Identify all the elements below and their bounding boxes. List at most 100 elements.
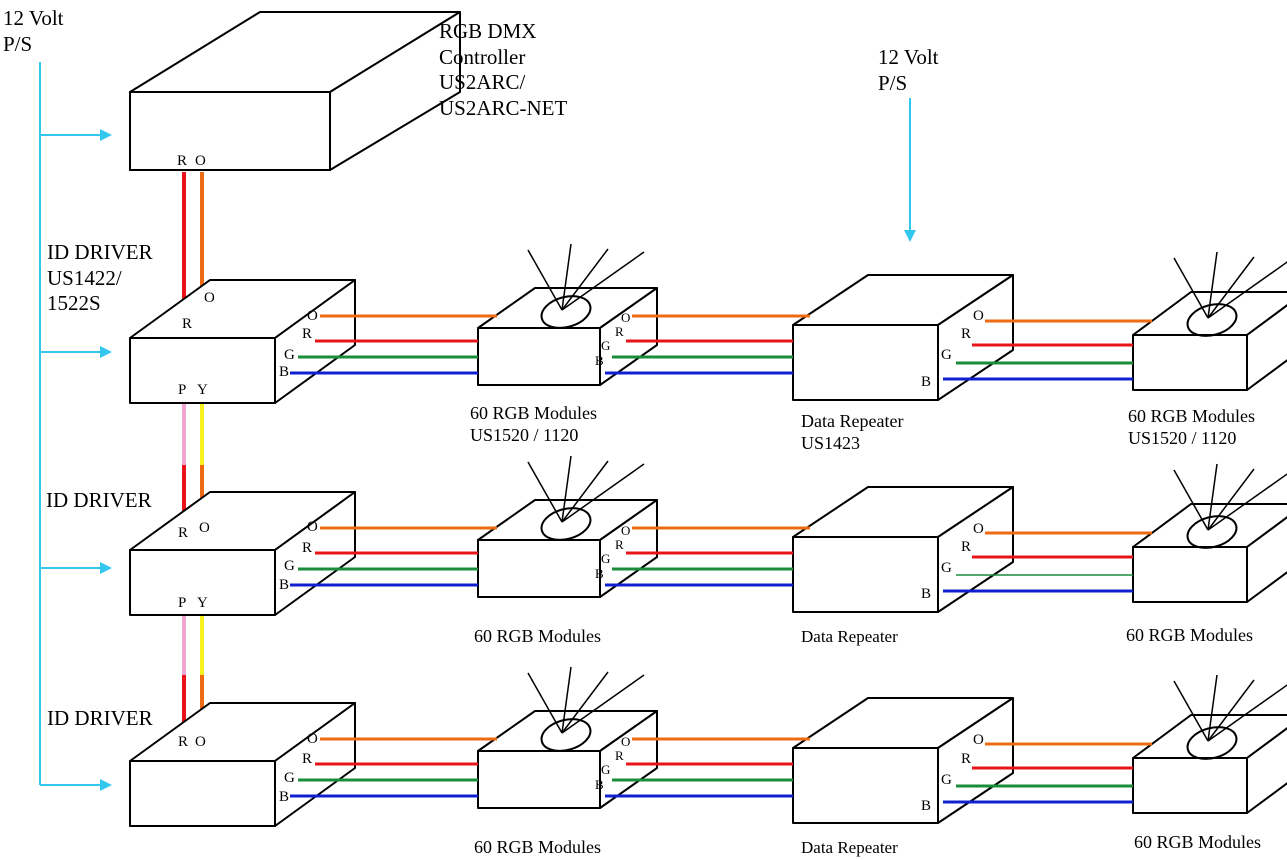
pin-label-y: Y [197, 382, 208, 398]
pin-label-g: G [284, 558, 295, 574]
pin-label-r: R [177, 153, 188, 169]
light-ray [1207, 684, 1287, 742]
pin-label-g: G [941, 560, 952, 576]
pin-label-r: R [302, 540, 313, 556]
pin-label-o: O [973, 732, 984, 748]
controller-label: RGB DMX Controller US2ARC/ US2ARC-NET [439, 19, 568, 120]
pin-label-o: O [973, 308, 984, 324]
pin-label-o: O [621, 734, 631, 749]
pin-label-o: O [307, 308, 318, 324]
pin-label-r: R [615, 748, 624, 763]
pin-label-g: G [601, 338, 611, 353]
light-ray [1173, 680, 1209, 742]
light-ray [561, 460, 609, 523]
pin-label-o: O [307, 731, 318, 747]
repeater-box [792, 486, 1014, 613]
pin-label-r: R [615, 324, 624, 339]
pin-label-b: B [279, 789, 290, 805]
repeater-2-label: Data Repeater [801, 627, 898, 646]
light-ray [1207, 473, 1287, 531]
pin-label-g: G [941, 347, 952, 363]
pin-label-g: G [941, 772, 952, 788]
pin-label-r: R [302, 751, 313, 767]
rgb-module-box [1132, 714, 1287, 814]
light-ray [527, 461, 563, 523]
rgb-module-box [477, 287, 658, 386]
pin-label-o: O [195, 153, 206, 169]
pin-label-b: B [279, 577, 290, 593]
pin-label-o: O [204, 290, 215, 306]
rgb-module-box [1132, 503, 1287, 603]
modules-b2-label: 60 RGB Modules [1126, 625, 1254, 645]
pin-label-o: O [199, 520, 210, 536]
light-ray [561, 463, 645, 523]
light-ray [1207, 468, 1255, 531]
modules-b3-label: 60 RGB Modules [1134, 832, 1262, 852]
pin-label-o: O [195, 734, 206, 750]
pin-label-r: R [961, 539, 972, 555]
light-lens-icon [1186, 726, 1238, 760]
pin-label-r: R [178, 525, 189, 541]
modules-a3-label: 60 RGB Modules [474, 837, 602, 857]
light-ray [561, 671, 609, 734]
light-ray [1207, 251, 1218, 319]
pin-label-o: O [621, 310, 631, 325]
pin-label-b: B [595, 353, 604, 368]
modules-b1-label: 60 RGB Modules US1520 / 1120 [1128, 406, 1256, 448]
pin-label-r: R [615, 537, 624, 552]
pin-label-g: G [284, 770, 295, 786]
pin-label-y: Y [197, 595, 208, 611]
pin-label-g: G [601, 762, 611, 777]
pin-label-b: B [921, 374, 932, 390]
light-ray [561, 243, 572, 311]
controller-box-side [329, 11, 461, 171]
pin-label-r: R [182, 316, 193, 332]
light-ray [1173, 469, 1209, 531]
repeater-3-label: Data Repeater [801, 838, 898, 857]
pin-label-b: B [595, 777, 604, 792]
driver-1-label: ID DRIVER US1422/ 1522S [47, 240, 153, 316]
pin-label-p: P [178, 382, 187, 398]
light-ray [1207, 463, 1218, 531]
light-ray [561, 248, 609, 311]
repeater-box [792, 274, 1014, 401]
light-ray [561, 674, 645, 734]
power-supply-left-label: 12 Volt P/S [3, 6, 64, 56]
driver-2-label: ID DRIVER [46, 488, 152, 512]
power-supply-mid-label: 12 Volt P/S [878, 45, 939, 95]
light-ray [561, 251, 645, 311]
pin-label-b: B [279, 364, 290, 380]
light-lens-icon [540, 295, 592, 329]
rgb-module-box [477, 499, 658, 598]
pin-label-r: R [302, 326, 313, 342]
light-lens-icon [1186, 303, 1238, 337]
pin-label-o: O [621, 523, 631, 538]
light-ray [1173, 257, 1209, 319]
pin-label-r: R [961, 326, 972, 342]
repeater-box [792, 697, 1014, 824]
light-ray [1207, 674, 1218, 742]
light-ray [527, 672, 563, 734]
light-lens-icon [540, 718, 592, 752]
rgb-module-box [1132, 291, 1287, 391]
light-lens-icon [540, 507, 592, 541]
light-ray [561, 666, 572, 734]
pin-label-o: O [307, 519, 318, 535]
modules-a2-label: 60 RGB Modules [474, 626, 602, 646]
light-lens-icon [1186, 515, 1238, 549]
pin-label-b: B [595, 566, 604, 581]
pin-label-r: R [961, 751, 972, 767]
repeater-1-label: Data Repeater US1423 [801, 411, 904, 453]
pin-label-b: B [921, 798, 932, 814]
driver-3-label: ID DRIVER [47, 706, 153, 730]
light-ray [1207, 256, 1255, 319]
pin-label-b: B [921, 586, 932, 602]
light-ray [527, 249, 563, 311]
light-ray [1207, 261, 1287, 319]
light-ray [561, 455, 572, 523]
pin-label-p: P [178, 595, 187, 611]
pin-label-o: O [973, 521, 984, 537]
pin-label-g: G [284, 347, 295, 363]
modules-a1-label: 60 RGB Modules US1520 / 1120 [470, 403, 598, 445]
